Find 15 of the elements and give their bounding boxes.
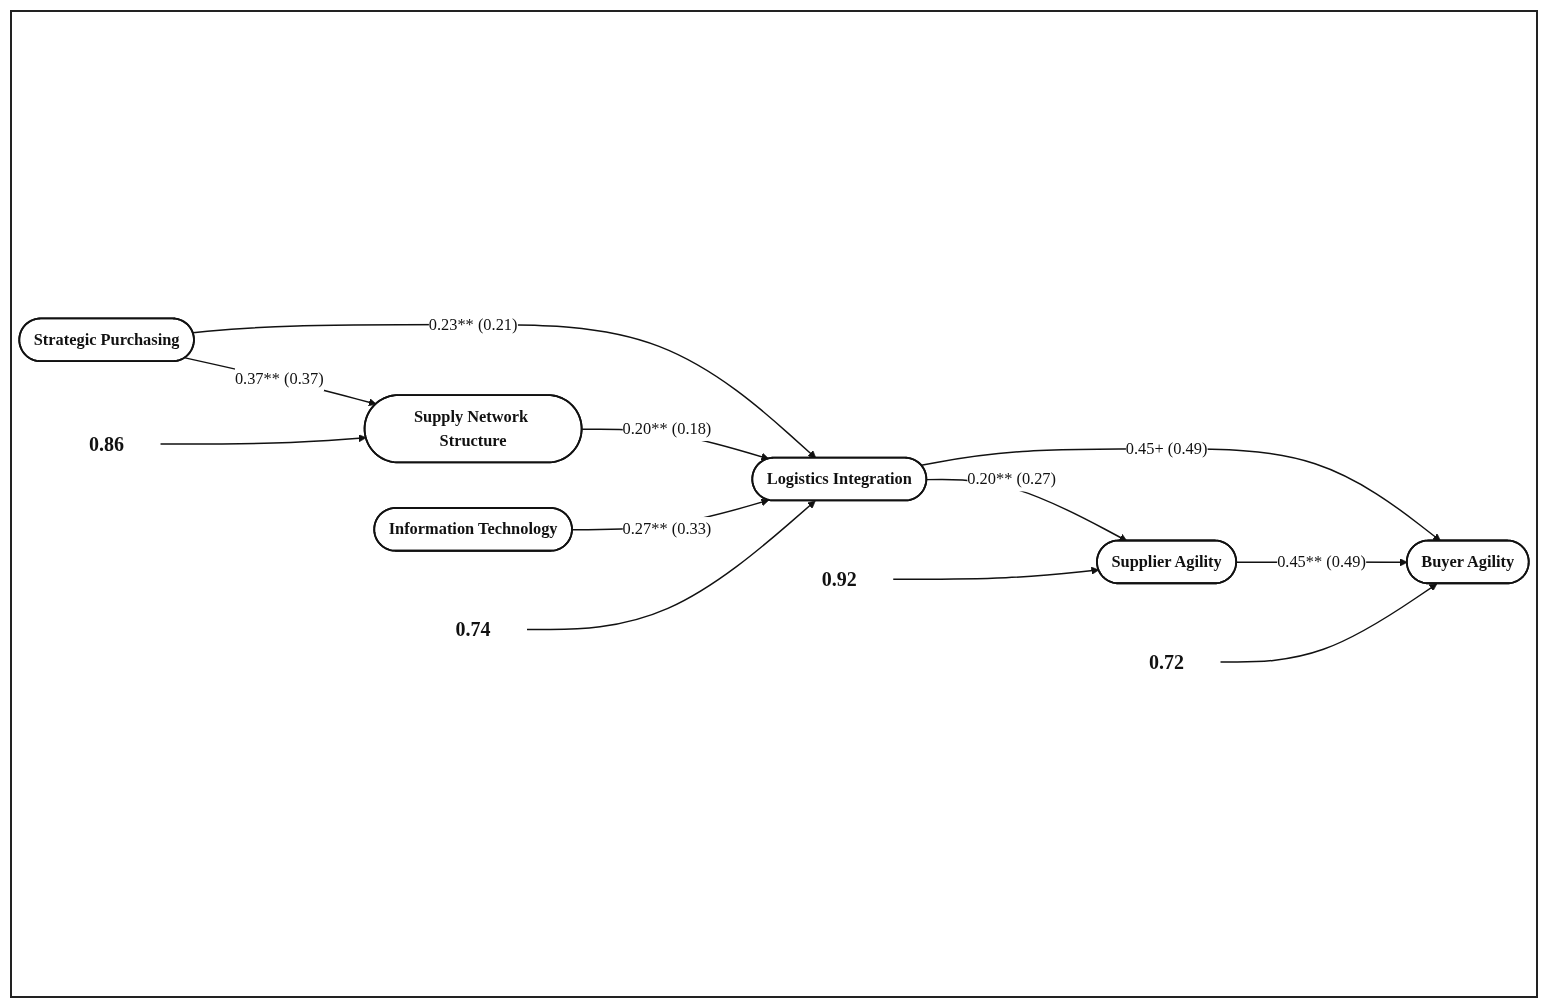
node-text: 0.92: [821, 568, 857, 591]
edge-label: 0.20** (0.27): [967, 469, 1057, 489]
edge-label: 0.45+ (0.49): [1125, 439, 1208, 458]
edge-label: 0.27** (0.33): [622, 520, 712, 539]
edge-label: 0.23** (0.21): [428, 315, 518, 334]
node-text: 0.74: [455, 618, 491, 642]
node-text: 0.86: [89, 432, 125, 456]
edge-label: 0.45** (0.49): [1277, 552, 1366, 571]
node-text: 0.72: [1149, 650, 1185, 674]
edge-label: 0.20** (0.18): [622, 419, 712, 438]
arrow: [184, 357, 377, 407]
edge-label: 0.37** (0.37): [234, 369, 324, 388]
arrow: [159, 434, 367, 445]
arrow: [1219, 583, 1438, 663]
arrow: [892, 567, 1100, 581]
